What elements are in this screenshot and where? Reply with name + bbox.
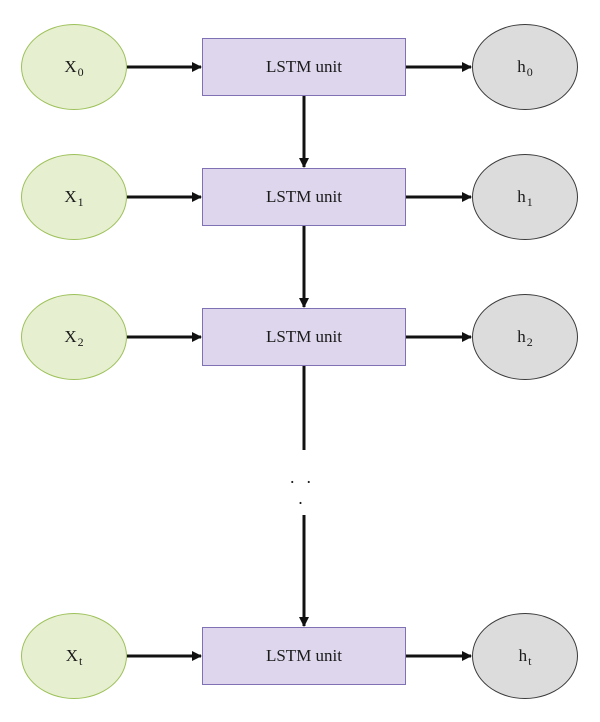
lstm-unit-label: LSTM unit: [265, 646, 343, 665]
input-label-subscript: 2: [77, 334, 84, 349]
input-label-base: X: [64, 187, 77, 206]
output-label-subscript: t: [528, 653, 532, 668]
input-label-subscript: 1: [77, 194, 84, 209]
input-label-base: X: [65, 646, 78, 665]
input-label-subscript: 0: [77, 64, 84, 79]
ellipsis-continuation: · · ·: [289, 472, 315, 513]
output-label-subscript: 0: [526, 64, 533, 79]
lstm-unit-0: LSTM unit: [202, 38, 406, 96]
lstm-unit-1: LSTM unit: [202, 168, 406, 226]
lstm-unit-t: LSTM unit: [202, 627, 406, 685]
output-label-subscript: 1: [526, 194, 533, 209]
output-label-base: h: [518, 646, 528, 665]
output-label-base: h: [517, 327, 526, 346]
output-label-base: h: [517, 187, 526, 206]
input-label-base: X: [64, 57, 77, 76]
lstm-unit-2: LSTM unit: [202, 308, 406, 366]
lstm-unit-label: LSTM unit: [265, 57, 343, 76]
input-label-subscript: t: [78, 653, 83, 668]
input-label-base: X: [64, 327, 77, 346]
lstm-unit-label: LSTM unit: [265, 187, 343, 206]
output-label-subscript: 2: [526, 334, 533, 349]
lstm-unit-label: LSTM unit: [265, 327, 343, 346]
output-label-base: h: [517, 57, 526, 76]
